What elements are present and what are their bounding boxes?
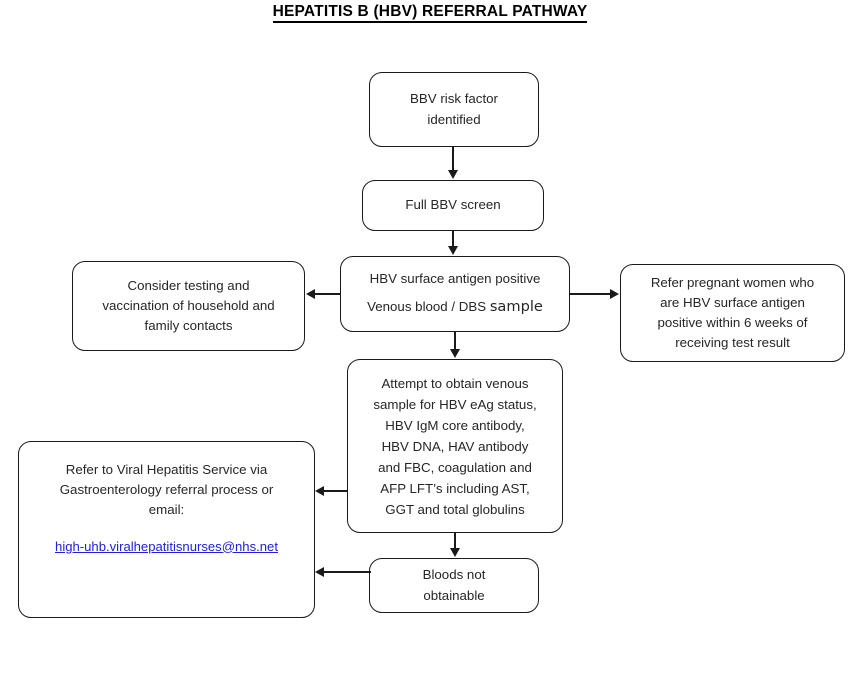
node-contacts-line-2: vaccination of household and <box>102 297 275 313</box>
node-attempt-line-4: HBV DNA, HAV antibody <box>381 438 529 454</box>
connector-positive-to-attempt <box>454 332 456 350</box>
node-full-bbv-screen: Full BBV screen <box>362 180 544 231</box>
node-bloods-line-2: obtainable <box>423 587 485 603</box>
arrow-positive-to-contacts <box>306 288 315 299</box>
node-bloods-not-obtainable: Bloods not obtainable <box>369 558 539 613</box>
node-attempt-venous-sample: Attempt to obtain venous sample for HBV … <box>347 359 563 533</box>
node-hbv-surface-antigen-positive: HBV surface antigen positive Venous bloo… <box>340 256 570 332</box>
node-referral-text: Refer to Viral Hepatitis Service via Gas… <box>60 460 274 521</box>
connector-risk-to-screen <box>452 147 454 171</box>
arrow-risk-to-screen <box>447 170 458 179</box>
arrow-screen-to-positive <box>447 246 458 255</box>
arrow-positive-to-pregnant <box>610 288 619 299</box>
viral-hepatitis-nurses-email-link[interactable]: high-uhb.viralhepatitisnurses@nhs.net <box>55 538 278 554</box>
node-hbv-positive-line-2-sample: sample <box>489 298 543 316</box>
connector-attempt-to-referral <box>324 490 348 492</box>
node-pregnant-line-3: positive within 6 weeks of <box>657 315 808 330</box>
node-hbv-positive-line-2: Venous blood / DBS sample <box>347 296 563 318</box>
node-referral-line-3: email: <box>148 502 185 518</box>
node-bloods-line-1: Bloods not <box>422 567 486 583</box>
node-hbv-positive-line-2-prefix: Venous blood / DBS <box>367 299 490 315</box>
connector-bloods-to-referral <box>324 571 371 573</box>
connector-positive-to-pregnant <box>569 293 611 295</box>
node-hbv-positive-line-1: HBV surface antigen positive <box>369 271 541 287</box>
page-title: HEPATITIS B (HBV) REFERRAL PATHWAY <box>0 3 860 23</box>
node-full-bbv-screen-line-1: Full BBV screen <box>405 197 501 213</box>
node-attempt-line-2: sample for HBV eAg status, <box>373 396 537 412</box>
node-attempt-line-6: AFP LFT’s including AST, <box>380 480 530 496</box>
node-contacts-line-3: family contacts <box>144 318 233 334</box>
arrow-bloods-to-referral <box>315 566 324 577</box>
node-refer-pregnant-women: Refer pregnant women who are HBV surface… <box>620 264 845 362</box>
node-referral-line-2: Gastroenterology referral process or <box>59 482 274 498</box>
arrow-attempt-to-referral <box>315 485 324 496</box>
node-attempt-line-5: and FBC, coagulation and <box>378 459 532 475</box>
arrow-positive-to-attempt <box>449 349 460 358</box>
page-title-text: HEPATITIS B (HBV) REFERRAL PATHWAY <box>272 3 588 23</box>
connector-positive-to-contacts <box>315 293 341 295</box>
node-bbv-risk-line-2: identified <box>427 111 481 127</box>
node-refer-viral-hepatitis-service: Refer to Viral Hepatitis Service via Gas… <box>18 441 315 618</box>
node-attempt-line-3: HBV IgM core antibody, <box>385 417 525 433</box>
connector-attempt-to-bloods <box>454 533 456 550</box>
node-consider-testing-contacts: Consider testing and vaccination of hous… <box>72 261 305 351</box>
arrow-attempt-to-bloods <box>449 548 460 557</box>
node-attempt-line-1: Attempt to obtain venous <box>381 375 529 391</box>
node-pregnant-line-4: receiving test result <box>675 335 790 351</box>
node-pregnant-line-2: are HBV surface antigen <box>660 294 805 310</box>
node-referral-line-1: Refer to Viral Hepatitis Service via <box>65 462 268 477</box>
node-bbv-risk-factor: BBV risk factor identified <box>369 72 539 147</box>
node-contacts-line-1: Consider testing and <box>127 277 250 293</box>
connector-screen-to-positive <box>452 231 454 248</box>
node-attempt-line-7: GGT and total globulins <box>385 501 525 517</box>
node-pregnant-line-1: Refer pregnant women who <box>650 274 815 290</box>
node-bbv-risk-line-1: BBV risk factor <box>410 91 498 107</box>
